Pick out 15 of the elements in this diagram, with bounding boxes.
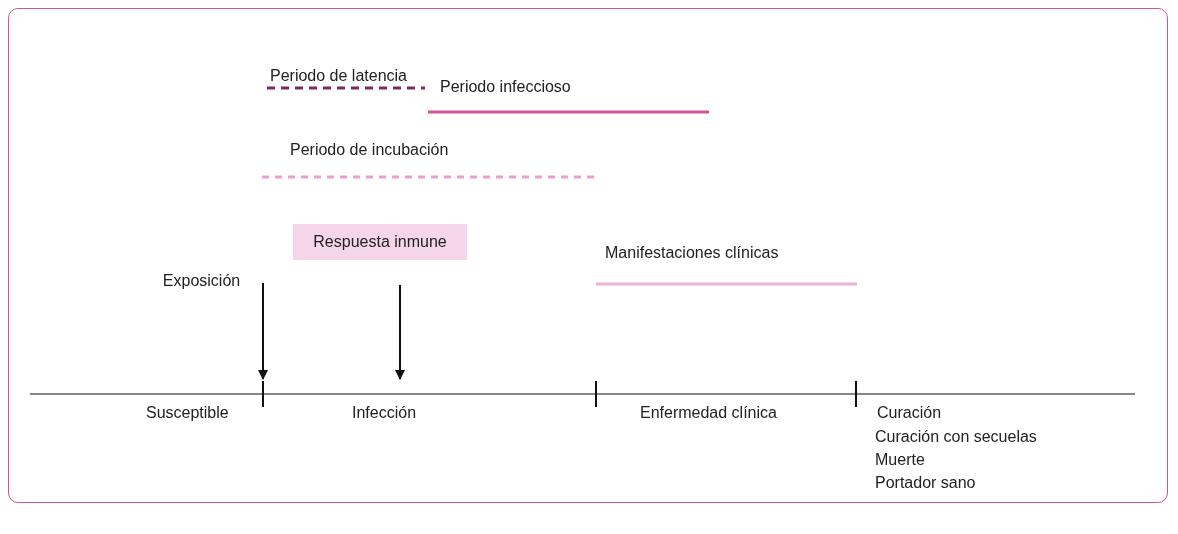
outcome-label: Portador sano: [875, 473, 976, 493]
outcome-label: Curación con secuelas: [875, 427, 1037, 447]
stage-label: Infección: [352, 403, 417, 423]
period-label: Periodo infeccioso: [440, 77, 571, 97]
event-label: Exposición: [153, 271, 250, 291]
period-label: Manifestaciones clínicas: [605, 243, 779, 263]
highlight-box: Respuesta inmune: [293, 224, 467, 260]
period-label: Periodo de incubación: [290, 140, 449, 160]
outcome-label: Muerte: [875, 450, 925, 470]
period-label: Periodo de latencia: [270, 66, 407, 86]
stage-label: Susceptible: [146, 403, 229, 423]
arrow: [395, 284, 405, 380]
stage-label: Enfermedad clínica: [640, 403, 777, 423]
arrow: [258, 282, 268, 380]
outcome-label: Curación: [877, 403, 942, 423]
